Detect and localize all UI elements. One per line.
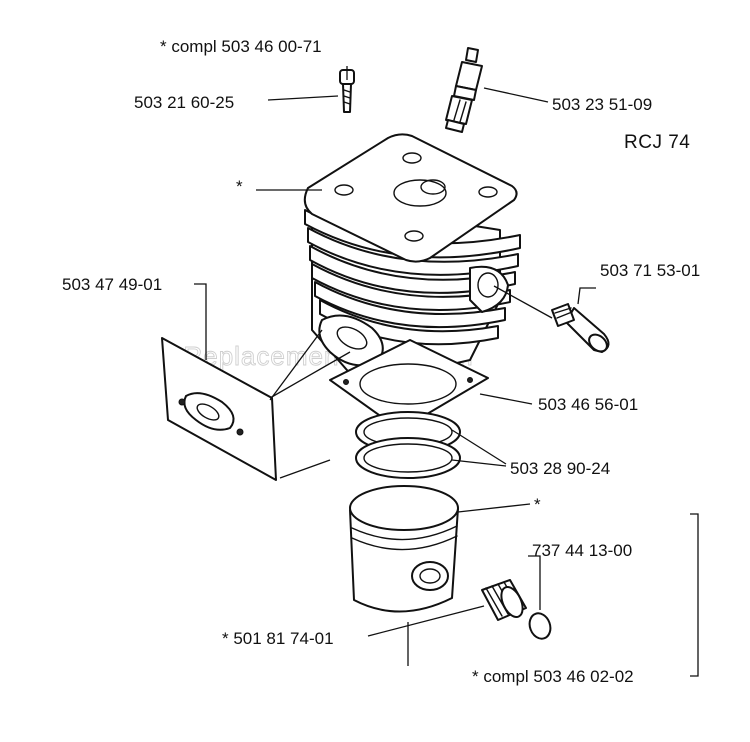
label-base-gasket: 503 46 56-01: [538, 395, 638, 414]
label-rings: 503 28 90-24: [510, 459, 610, 478]
label-bolt: 503 21 60-25: [134, 93, 234, 112]
label-compl-bottom: * compl 503 46 02-02: [472, 667, 634, 686]
leader-lines: [194, 66, 699, 677]
cylinder-part: [303, 133, 521, 386]
label-circlip: 737 44 13-00: [532, 541, 632, 560]
label-pin: * 501 81 74-01: [222, 629, 334, 648]
label-piston: *: [534, 495, 541, 514]
base-gasket-part: [329, 339, 489, 431]
label-cylinder: *: [236, 177, 243, 196]
part-labels: * compl 503 46 00-71 503 21 60-25 503 23…: [62, 37, 700, 686]
muffler-gasket-part: [161, 337, 277, 481]
piston-pin-part: [481, 579, 527, 621]
piston-rings-part: [355, 411, 461, 479]
label-spark-plug: 503 23 51-09: [552, 95, 652, 114]
piston-part: [349, 485, 459, 613]
label-gasket-left: 503 47 49-01: [62, 275, 162, 294]
label-compl-top: * compl 503 46 00-71: [160, 37, 322, 56]
decompression-valve-part: [551, 303, 610, 353]
diagram-code: RCJ 74: [624, 132, 690, 153]
label-decomp-valve: 503 71 53-01: [600, 261, 700, 280]
circlip-part: [528, 612, 552, 640]
spark-plug-part: [445, 47, 483, 133]
